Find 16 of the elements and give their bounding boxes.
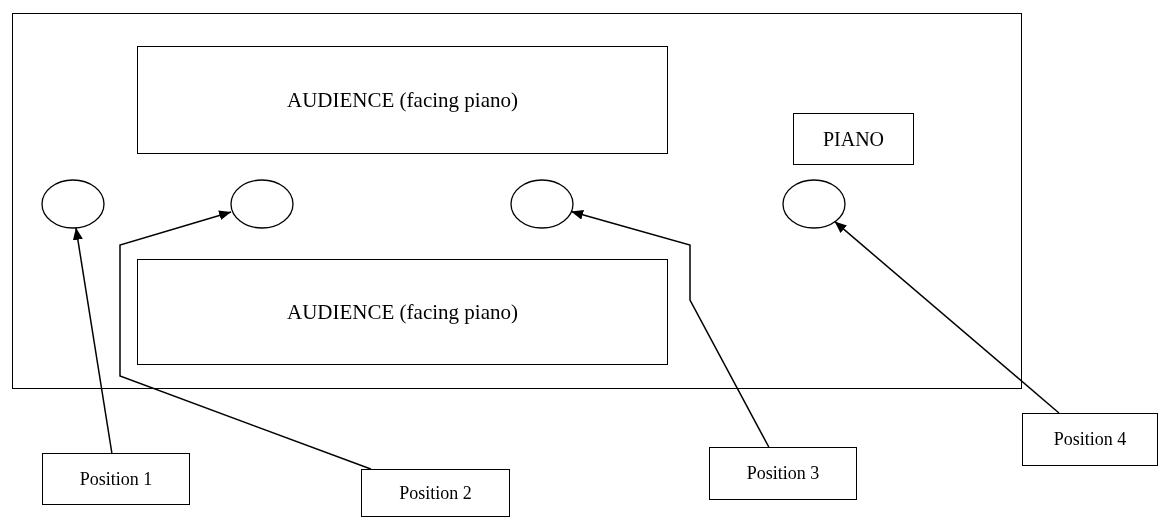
- arrow: [72, 227, 113, 454]
- position-circle: [230, 179, 294, 229]
- position-circle: [510, 179, 574, 229]
- position-label: Position 4: [1022, 413, 1158, 466]
- position-circle: [41, 179, 105, 229]
- position-label: Position 3: [709, 447, 857, 500]
- seating-area: AUDIENCE (facing piano): [137, 259, 668, 365]
- arrow: [833, 220, 1060, 414]
- seating-area: AUDIENCE (facing piano): [137, 46, 668, 154]
- position-label: Position 1: [42, 453, 190, 505]
- arrow: [119, 210, 372, 470]
- position-circle: [782, 179, 846, 229]
- piano-box: PIANO: [793, 113, 914, 165]
- room-outline: [12, 13, 1022, 389]
- arrow: [570, 209, 770, 448]
- position-label: Position 2: [361, 469, 510, 517]
